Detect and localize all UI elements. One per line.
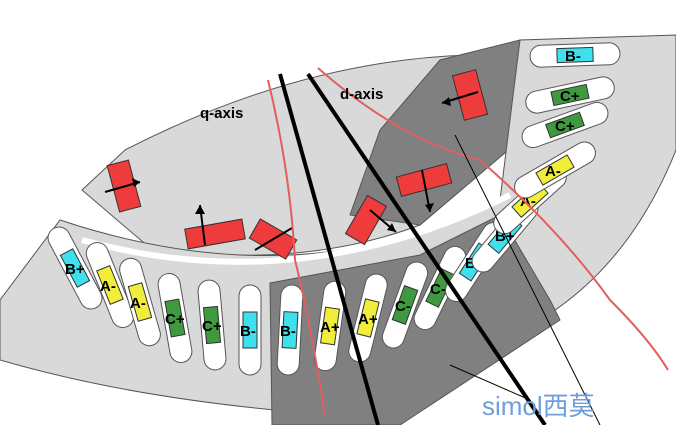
coil [281, 311, 299, 349]
stator-slot: B- [276, 284, 304, 376]
magnet-2 [184, 204, 246, 250]
slot-label: C+ [560, 88, 580, 105]
pointer-line-2 [449, 364, 531, 401]
stator-slot: A- [85, 241, 135, 329]
stator-slot: C+ [197, 279, 227, 371]
slot-label: A- [100, 278, 116, 295]
q-axis-line [278, 73, 380, 425]
flux-line-q [267, 79, 326, 416]
slot-label: A- [130, 295, 146, 312]
stator-slot: C+ [521, 101, 609, 149]
coil [164, 298, 186, 338]
magnet-1 [104, 159, 142, 213]
stator-slot: C+ [525, 76, 615, 114]
coil [356, 298, 380, 338]
coil [202, 305, 222, 345]
magnet-4 [344, 194, 397, 246]
coil [96, 265, 124, 305]
slot-label: A+ [320, 319, 340, 336]
coil [556, 46, 594, 64]
coil [319, 306, 341, 346]
stator-slot: A+ [348, 273, 388, 363]
coil [127, 282, 153, 322]
slot-label: B+ [65, 261, 85, 278]
stator-slot: B+ [47, 226, 103, 310]
coil [550, 83, 590, 107]
stator-slot: B- [238, 284, 262, 376]
magnet-3 [248, 218, 298, 260]
d-axis-line [306, 72, 547, 425]
stator-slot: A- [119, 257, 161, 347]
slot-label: A+ [358, 311, 378, 328]
d-axis-label: d-axis [340, 86, 383, 103]
pointer-line-1 [454, 134, 601, 425]
watermark: simol西莫 [482, 391, 595, 421]
stator-slot: B- [529, 42, 621, 68]
slot-label: B- [280, 323, 296, 340]
air-gap [81, 192, 512, 265]
coil [535, 154, 575, 186]
stator-slot: A+ [313, 280, 347, 372]
magnet-6 [441, 69, 489, 121]
flux-line-d [317, 67, 669, 371]
stator-slot: C+ [157, 273, 193, 363]
slot-label: C+ [202, 318, 222, 335]
coil [59, 248, 91, 288]
stator-slot: C- [381, 261, 429, 349]
slot-label: C+ [165, 311, 185, 328]
slot-label: B- [565, 48, 581, 65]
slot-label: B- [240, 323, 256, 340]
slot-label: C- [395, 298, 411, 315]
magnet-5 [395, 162, 453, 213]
slot-label: C+ [555, 118, 575, 135]
slot-label: A- [545, 163, 561, 180]
coil [242, 311, 258, 349]
coil [391, 285, 419, 325]
slot-label: C- [430, 281, 446, 298]
q-axis-label: q-axis [200, 105, 243, 122]
coil [545, 111, 585, 139]
